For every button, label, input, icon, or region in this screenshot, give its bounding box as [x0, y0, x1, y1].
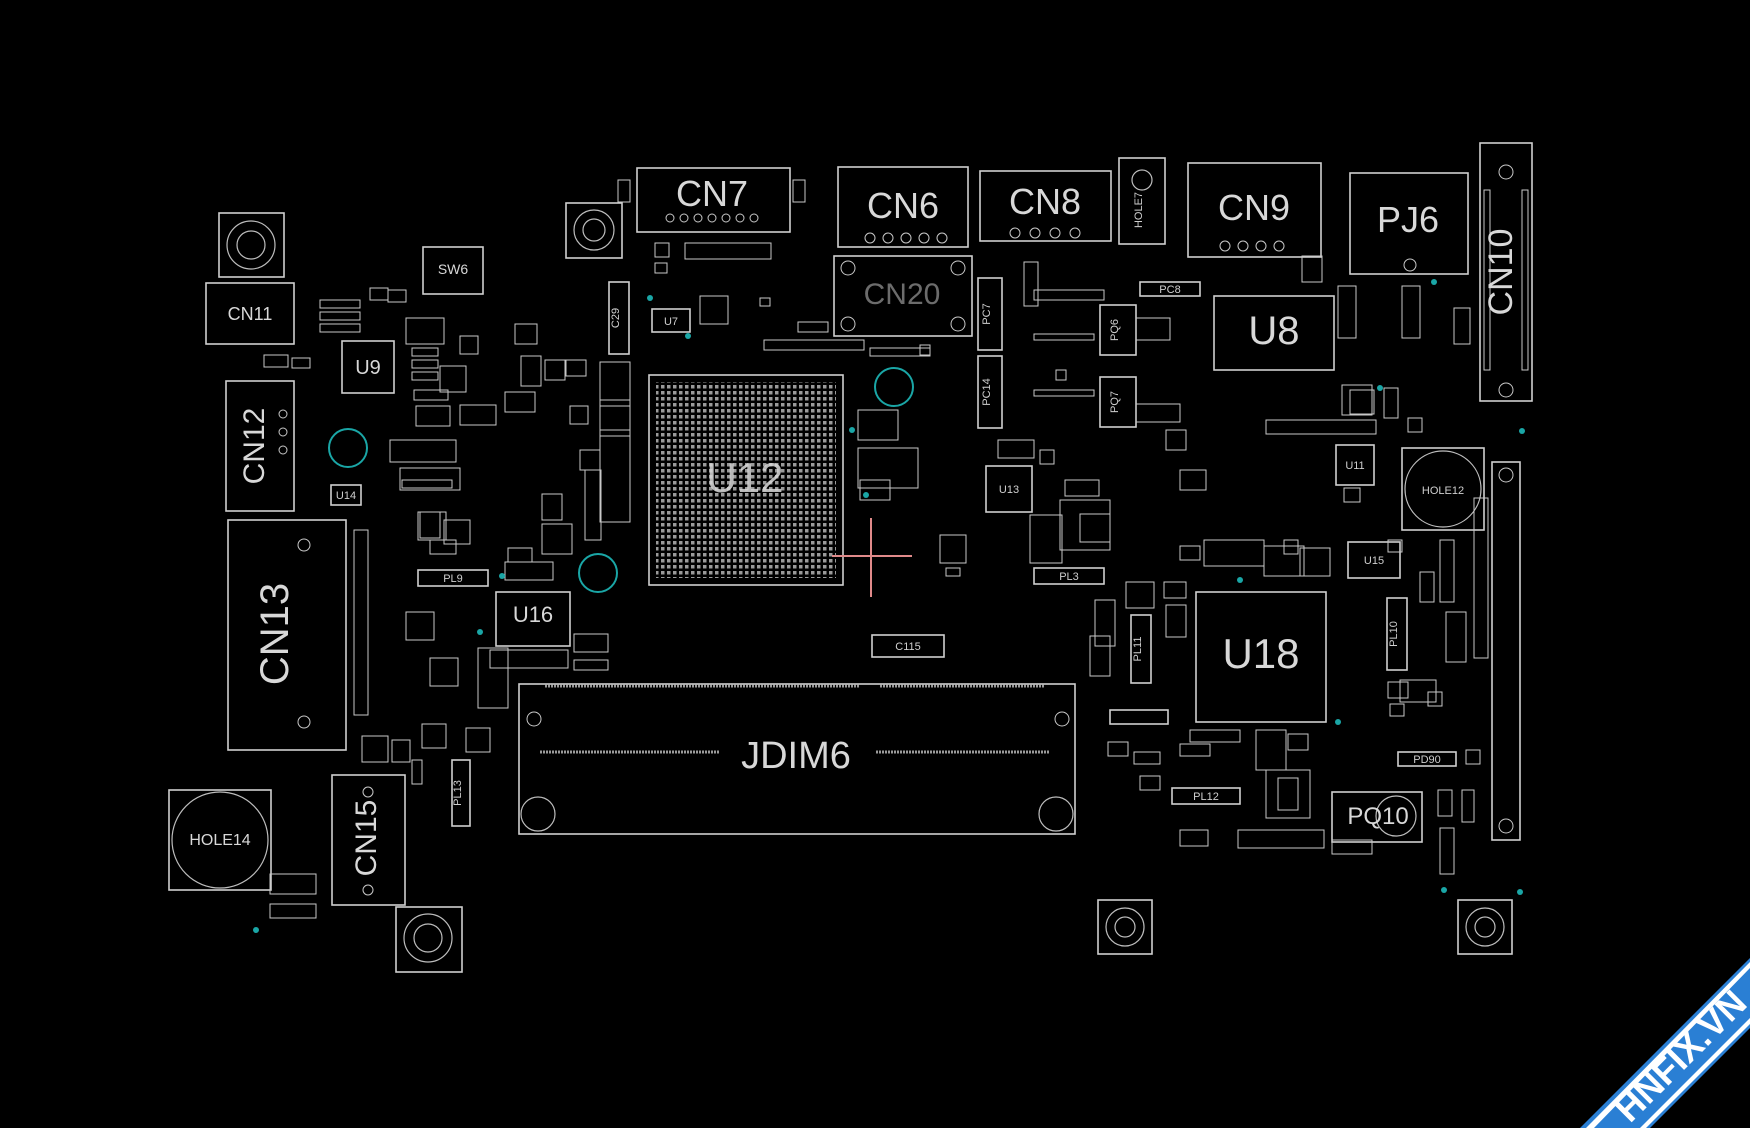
chip-u14: U14	[330, 484, 362, 506]
connector-cn12: CN12	[225, 380, 295, 512]
inductor-pl10: PL10	[1386, 597, 1408, 671]
chip-u7: U7	[651, 308, 691, 333]
connector-cn6: CN6	[837, 166, 969, 248]
pc8-label: PC8	[1159, 284, 1180, 296]
connector-pj6: PJ6	[1349, 172, 1469, 275]
cn12-label: CN12	[238, 408, 271, 485]
sw6-label: SW6	[438, 261, 469, 277]
hole-14: HOLE14	[168, 789, 272, 891]
passive-components	[263, 242, 1489, 919]
connector-cn9: CN9	[1187, 162, 1323, 283]
u16-label: U16	[513, 602, 553, 627]
pc7-label: PC7	[981, 303, 993, 324]
transistor-pq7: PQ7	[1099, 376, 1137, 428]
u14-label: U14	[336, 490, 356, 502]
inductor-pl12: PL12	[1171, 787, 1241, 805]
cn11-label: CN11	[228, 304, 273, 324]
hole-12: HOLE12	[1401, 447, 1485, 531]
inductor-pl3: PL3	[1033, 567, 1105, 585]
connector-cn13: CN13	[227, 519, 369, 751]
c29-label: C29	[610, 308, 622, 328]
pl12-label: PL12	[1193, 791, 1219, 803]
pl10-label: PL10	[1388, 621, 1400, 647]
chip-u18: U18	[1195, 591, 1327, 723]
cn7-label: CN7	[676, 173, 748, 214]
chip-u8: U8	[1213, 295, 1335, 371]
chip-u16: U16	[495, 591, 571, 647]
u15-label: U15	[1364, 555, 1384, 567]
transistor-pq10: PQ10	[1331, 791, 1423, 843]
connector-cn15: CN15	[331, 774, 406, 906]
pj6-label: PJ6	[1377, 199, 1439, 240]
u13-label: U13	[999, 484, 1019, 496]
cap-pc14: PC14	[977, 355, 1003, 429]
connector-cn8: CN8	[979, 170, 1112, 242]
u9-label: U9	[355, 357, 381, 379]
pq6-label: PQ6	[1109, 319, 1121, 341]
inductor-pl9: PL9	[417, 569, 489, 587]
switch-sw6: SW6	[422, 246, 484, 295]
dimm-slot-jdim6: JDIM6	[518, 683, 1076, 835]
hole-bottom-left	[395, 906, 463, 973]
chip-u9: U9	[341, 340, 395, 394]
cn15-label: CN15	[350, 800, 383, 877]
pc14-label: PC14	[981, 378, 993, 406]
u8-label: U8	[1248, 309, 1299, 353]
pd90-label: PD90	[1413, 754, 1441, 766]
chip-u13: U13	[985, 465, 1033, 513]
cap-c115: C115	[871, 634, 945, 658]
hole-bottom-mid	[1097, 899, 1153, 955]
hole-bottom-right	[1457, 899, 1513, 955]
connector-right-vertical	[1491, 461, 1521, 841]
u12-label: U12	[706, 454, 783, 501]
pl13-label: PL13	[452, 780, 464, 806]
u7-label: U7	[664, 316, 678, 328]
hole12-label: HOLE12	[1422, 485, 1464, 497]
jdim6-label: JDIM6	[741, 735, 851, 777]
cn6-label: CN6	[867, 185, 939, 226]
u18-label: U18	[1222, 630, 1299, 677]
pq7-label: PQ7	[1109, 391, 1121, 413]
chip-u12-bga: U12	[648, 374, 844, 586]
cap-pc7: PC7	[977, 277, 1003, 351]
pl3-label: PL3	[1059, 571, 1079, 583]
chip-u15: U15	[1347, 541, 1401, 579]
hole7-label: HOLE7	[1133, 192, 1145, 228]
crosshair-cursor	[832, 518, 912, 597]
c115-label: C115	[895, 641, 920, 653]
connector-cn11: CN11	[205, 282, 295, 345]
chip-u11: U11	[1335, 444, 1375, 486]
connector-cn10: CN10	[1479, 142, 1533, 402]
cn20-label: CN20	[864, 278, 941, 311]
inductor-pl13: PL13	[451, 759, 471, 827]
cn13-label: CN13	[253, 583, 297, 685]
pl9-label: PL9	[443, 573, 463, 585]
hole14-label: HOLE14	[189, 832, 250, 849]
hole-near-cn7	[565, 202, 623, 259]
u11-label: U11	[1345, 460, 1364, 472]
hole-7: HOLE7	[1118, 157, 1166, 245]
pq10-label: PQ10	[1347, 803, 1408, 830]
inductor-pl11: PL11	[1130, 614, 1152, 684]
hole-top-left	[218, 212, 285, 278]
cn9-label: CN9	[1218, 187, 1290, 228]
pl11-label: PL11	[1132, 637, 1144, 662]
watermark-text: HNFIX.VN	[1607, 982, 1750, 1128]
connector-cn7: CN7	[617, 167, 806, 233]
diode-pd90: PD90	[1397, 751, 1457, 767]
cap-c29: C29	[608, 281, 630, 355]
cap-pc14-bottom	[1109, 709, 1169, 725]
via-markers	[253, 279, 1525, 933]
cap-pc8: PC8	[1139, 281, 1201, 297]
connector-cn20: CN20	[833, 255, 973, 337]
cn8-label: CN8	[1009, 181, 1081, 222]
cn10-label: CN10	[1482, 229, 1520, 316]
watermark-ribbon: HNFIX.VN	[1490, 898, 1750, 1128]
